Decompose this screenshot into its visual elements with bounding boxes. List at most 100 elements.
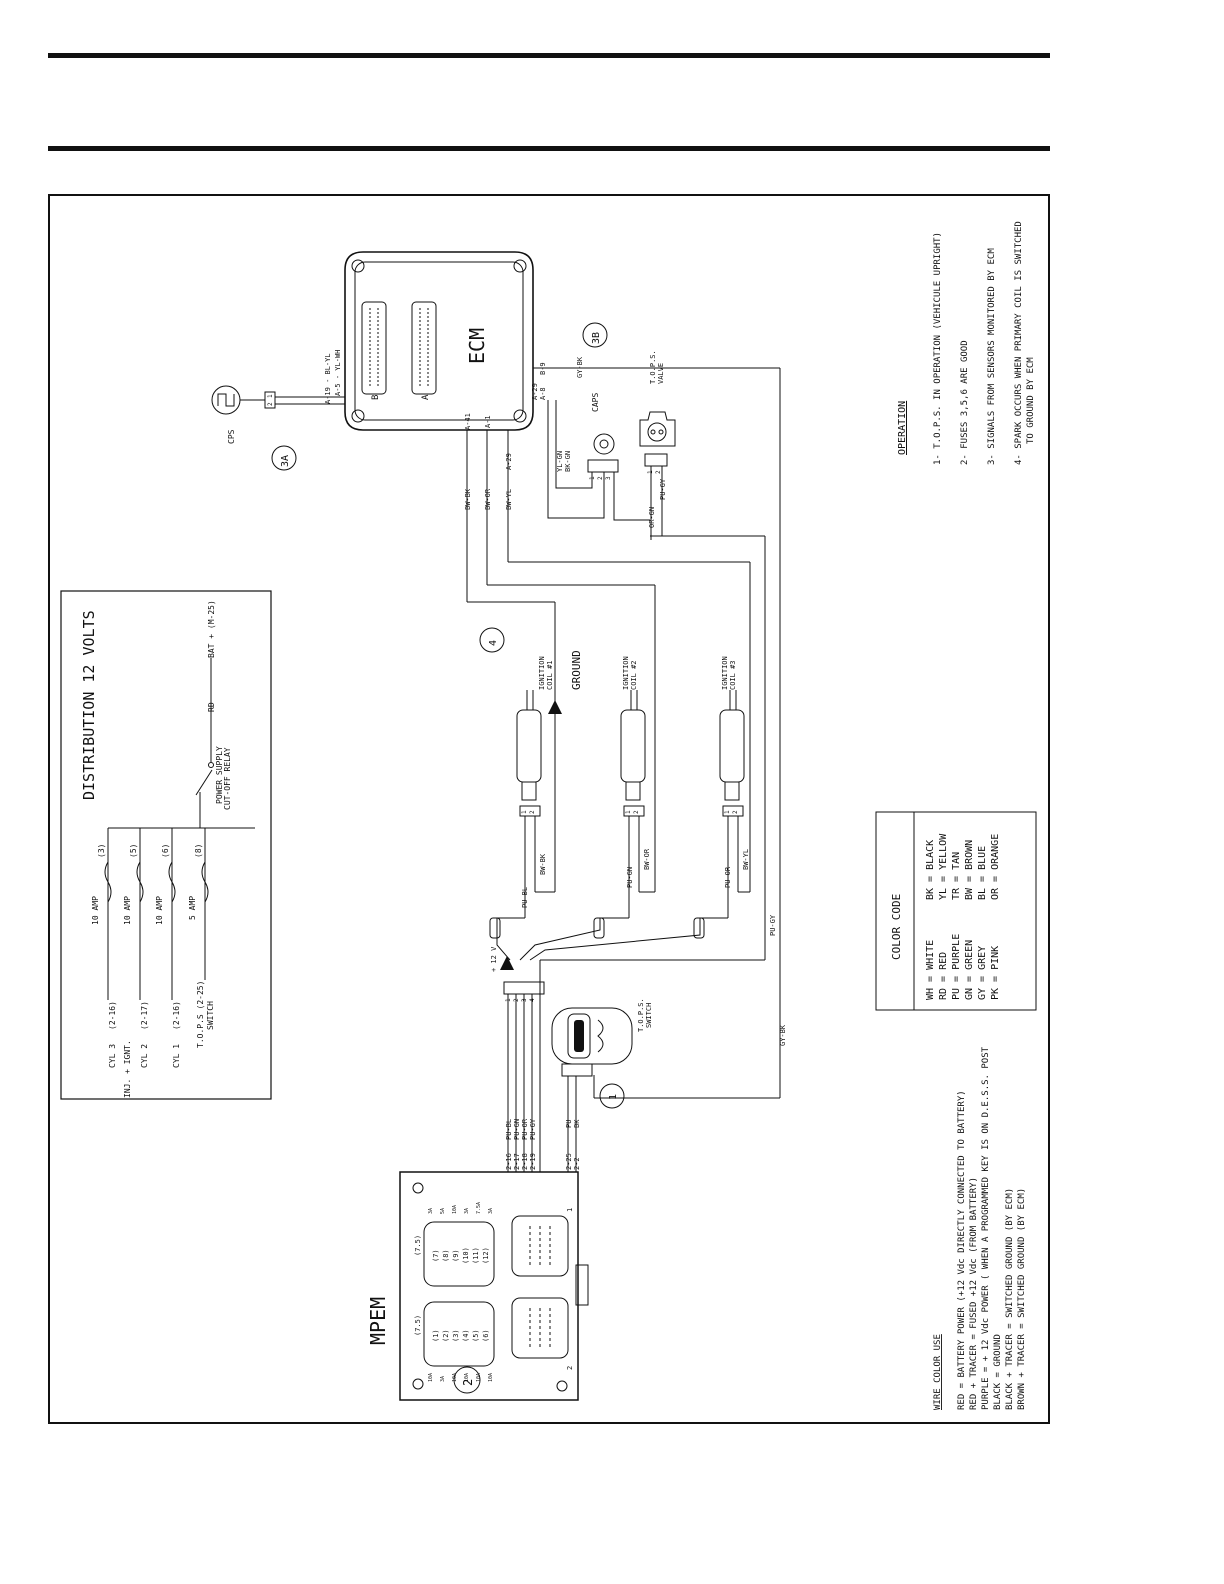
svg-text:YL = YELLOW: YL = YELLOW [938,833,949,900]
svg-text:2: 2 [267,402,274,406]
distribution-title: DISTRIBUTION 12 VOLTS [80,610,98,800]
svg-text:PU-BL: PU-BL [521,887,529,908]
svg-text:RED + TRACER = FUSED +12 Vdc (: RED + TRACER = FUSED +12 Vdc (FROM BATTE… [969,1177,979,1410]
svg-text:2-19: 2-19 [529,1153,537,1170]
ignition-coil-3: 1 2 IGNITION COIL #3 BW-YL PU-OR [700,656,750,919]
svg-text:TR = TAN: TR = TAN [951,852,962,900]
svg-text:BW-BK: BW-BK [539,853,547,875]
svg-text:4- SPARK OCCURS WHEN PRIMARY C: 4- SPARK OCCURS WHEN PRIMARY COIL IS SWI… [1014,221,1024,465]
svg-text:2: 2 [732,810,739,814]
svg-text:(2): (2) [442,1329,450,1342]
svg-text:BK: BK [573,1119,581,1128]
operation-notes: OPERATION 1- T.O.P.S. IN OPERATION (VEHI… [897,221,1036,465]
svg-text:RD: RD [207,702,216,712]
svg-text:IGNITION: IGNITION [721,656,729,690]
svg-text:COIL #3: COIL #3 [729,660,737,690]
svg-text:POWER SUPPLY: POWER SUPPLY [215,746,224,804]
svg-text:B-9: B-9 [539,362,547,375]
svg-text:SWITCH: SWITCH [645,1003,653,1028]
svg-text:7.5A: 7.5A [476,1202,482,1214]
svg-text:(4): (4) [462,1329,470,1342]
svg-text:VALVE: VALVE [657,363,665,384]
svg-text:BW-YL: BW-YL [742,849,750,870]
svg-text:(7.5): (7.5) [414,1315,422,1336]
svg-text:10A: 10A [476,1373,482,1382]
diagram-frame [48,194,1050,1424]
svg-text:1- T.O.P.S. IN OPERATION (VEHI: 1- T.O.P.S. IN OPERATION (VEHICULE UPRIG… [933,232,943,465]
svg-text:PU-GY: PU-GY [529,1118,537,1140]
svg-text:OR = ORANGE: OR = ORANGE [990,834,1001,900]
top-rule [48,53,1050,58]
svg-text:2-17: 2-17 [513,1153,521,1170]
svg-text:BW-YL: BW-YL [505,489,513,510]
svg-text:10A: 10A [464,1373,470,1382]
ecm-harness [466,367,781,1099]
svg-text:(2-16): (2-16) [172,1001,181,1030]
svg-text:(1): (1) [432,1329,440,1342]
svg-text:3A: 3A [464,1208,470,1214]
svg-text:(9): (9) [452,1249,460,1262]
svg-text:A-41: A-41 [464,413,472,430]
svg-text:(3): (3) [97,844,106,858]
svg-text:1: 1 [566,1208,574,1212]
mpem-label: MPEM [366,1297,390,1345]
svg-text:BL = BLUE: BL = BLUE [977,846,988,900]
svg-text:10 AMP: 10 AMP [91,896,100,925]
svg-text:GY = GREY: GY = GREY [977,946,988,1000]
svg-text:PU-GN: PU-GN [513,1119,521,1140]
circuit-tops: (8) 5 AMP T.O.P.S (2-25) SWITCH [188,828,215,1048]
svg-text:B: B [371,395,381,400]
operation-title: OPERATION [897,401,908,455]
svg-text:10 AMP: 10 AMP [123,896,132,925]
svg-text:TO GROUND BY ECM: TO GROUND BY ECM [1026,357,1036,444]
color-code-title: COLOR CODE [890,894,903,960]
svg-text:PU-OR: PU-OR [521,1118,529,1140]
svg-text:BW-OR: BW-OR [484,488,492,510]
svg-text:2: 2 [566,1366,574,1370]
svg-text:(10): (10) [462,1247,470,1264]
svg-text:5A: 5A [440,1208,446,1214]
svg-text:GY-BK: GY-BK [779,1024,787,1046]
svg-text:A-5 - YL-WH: A-5 - YL-WH [334,350,342,396]
svg-text:T.O.P.S.: T.O.P.S. [649,350,657,384]
svg-text:GROUND: GROUND [570,650,583,690]
svg-text:(7): (7) [432,1249,440,1262]
svg-text:SWITCH: SWITCH [206,1001,215,1030]
svg-text:COIL #1: COIL #1 [546,660,554,690]
cps-sensor: 1 2 A-5 - YL-WH A-19 - BL-YL CPS 3A [211,350,345,471]
svg-text:BK = BLACK: BK = BLACK [925,840,936,900]
svg-text:BLACK + TRACER = SWITCHED GROU: BLACK + TRACER = SWITCHED GROUND (BY ECM… [1005,1188,1015,1410]
ref-3a: 3A [280,455,291,467]
svg-text:BLACK = GROUND: BLACK = GROUND [993,1334,1003,1410]
svg-text:IGNITION: IGNITION [622,656,630,690]
svg-text:3A: 3A [440,1376,446,1382]
svg-text:A-1: A-1 [484,415,492,428]
svg-text:3- SIGNALS FROM SENSORS MONITO: 3- SIGNALS FROM SENSORS MONITORED BY ECM [987,248,997,465]
svg-text:3A: 3A [428,1208,434,1214]
svg-text:2-25: 2-25 [565,1153,573,1170]
svg-text:1: 1 [724,810,731,814]
svg-text:3: 3 [605,476,612,480]
svg-text:2-2: 2-2 [573,1157,581,1170]
header-rule [48,146,1050,151]
svg-text:2: 2 [655,470,662,474]
caps-label: CAPS [591,393,600,412]
distribution-panel: DISTRIBUTION 12 VOLTS INJ. + IGNT. (3) 1… [60,590,272,1100]
svg-text:YL-GN: YL-GN [556,451,564,472]
svg-text:2: 2 [633,810,640,814]
svg-text:(3): (3) [452,1329,460,1342]
color-code-table: COLOR CODE WH = WHITE RD = RED PU = PURP… [875,811,1037,1011]
svg-text:10A: 10A [428,1373,434,1382]
svg-text:PU-GN: PU-GN [626,867,634,888]
svg-text:BAT + (M-25): BAT + (M-25) [207,600,216,658]
svg-text:(6): (6) [161,844,170,858]
cps-label: CPS [227,429,236,444]
svg-text:5 AMP: 5 AMP [188,896,197,920]
svg-text:RED = BATTERY POWER (+12 Vdc D: RED = BATTERY POWER (+12 Vdc DIRECTLY CO… [957,1090,967,1410]
svg-text:PU-BL: PU-BL [505,1119,513,1140]
svg-text:BW = BROWN: BW = BROWN [964,840,975,900]
ref-1: 1 [608,1094,619,1100]
svg-text:(8): (8) [194,844,203,858]
svg-text:T.O.P.S.: T.O.P.S. [637,998,645,1032]
